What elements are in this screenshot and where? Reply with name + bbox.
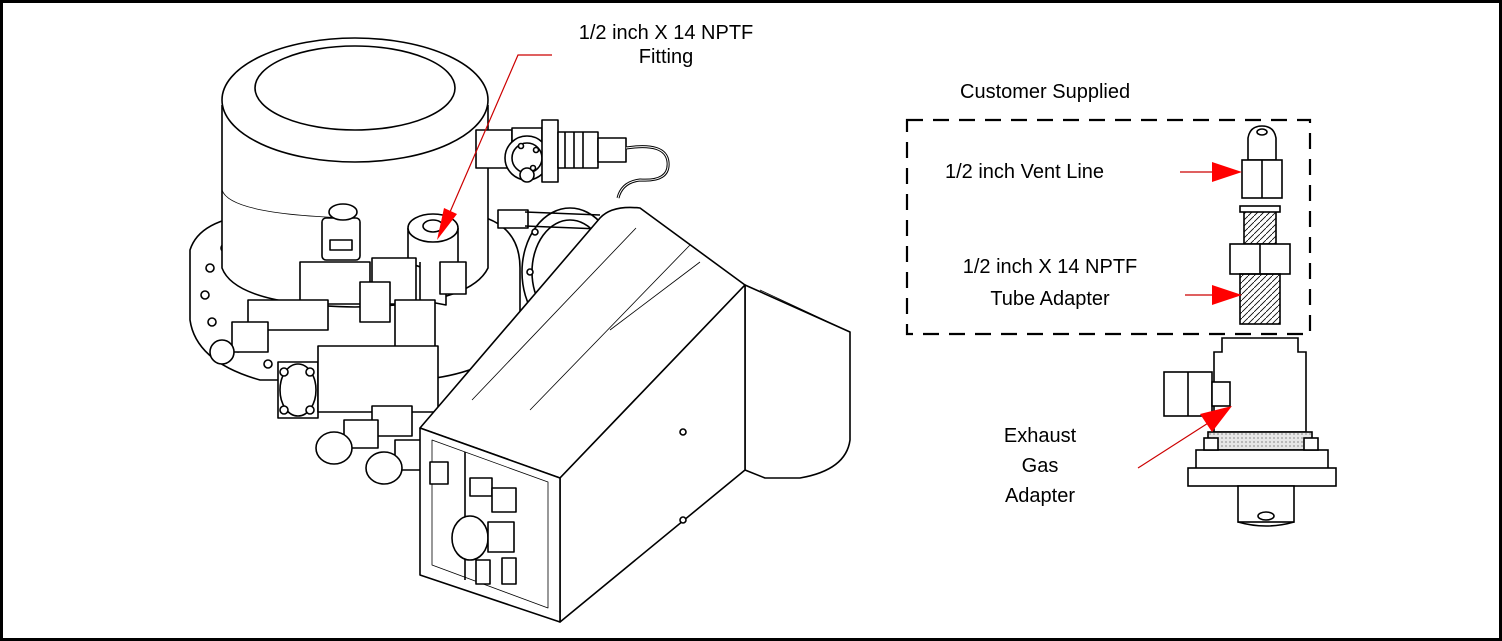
exhaust-label-line1: Exhaust: [1003, 425, 1077, 447]
actuator-cylinder: [277, 345, 439, 419]
fitting-label-line2: Fitting: [638, 46, 694, 68]
fitting-label: 1/2 inch X 14 NPTF Fitting: [556, 21, 776, 69]
exhaust-gas-adapter-part: [1163, 337, 1337, 527]
exhaust-leader: [1137, 417, 1217, 469]
electronics-box: [419, 206, 851, 623]
exhaust-label-line2: Gas: [1021, 455, 1059, 477]
fitting-label-line1: 1/2 inch X 14 NPTF: [578, 22, 754, 44]
vent-line-arrowhead: [1212, 162, 1242, 182]
arrowheads: [437, 162, 1242, 432]
cylinder-housing: [221, 37, 489, 308]
fitting-leader: [449, 54, 552, 213]
cable-glands: [315, 405, 428, 485]
exhaust-arrowhead: [1200, 406, 1232, 432]
customer-supplied-label: Customer Supplied: [960, 81, 1131, 103]
tube-adapter-part: [1229, 205, 1291, 325]
valve-assembly: [475, 119, 670, 199]
solenoid: [321, 203, 361, 261]
tube-adapter-arrowhead: [1212, 285, 1242, 305]
exhaust-label-line3: Adapter: [1004, 485, 1076, 507]
tube-adapter-label: 1/2 inch X 14 NPTF Tube Adapter: [930, 255, 1170, 311]
analyzer-assembly: [189, 37, 851, 623]
fitting-arrowhead: [437, 208, 457, 240]
tube-adapter-label-line2: Tube Adapter: [990, 288, 1110, 310]
nptf-fitting: [407, 213, 467, 306]
customer-supplied-box: [905, 118, 1312, 336]
leader-lines: [449, 54, 1228, 469]
exhaust-gas-adapter-label: Exhaust Gas Adapter: [980, 424, 1100, 508]
vent-line-label: 1/2 inch Vent Line: [945, 161, 1105, 183]
vent-line-part: [1241, 125, 1283, 199]
manifold-block: [209, 257, 436, 365]
tube-adapter-label-line1: 1/2 inch X 14 NPTF: [962, 256, 1138, 278]
